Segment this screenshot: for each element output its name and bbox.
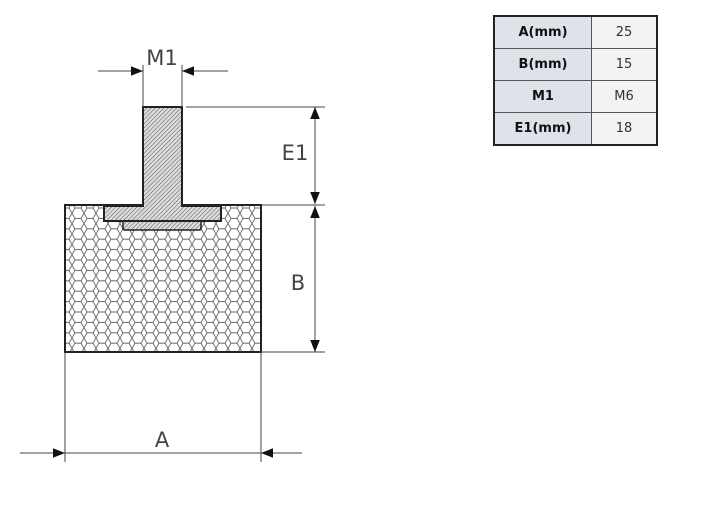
value-cell: 18	[591, 112, 658, 146]
b-label: B	[291, 271, 305, 295]
value-cell: M6	[591, 80, 658, 113]
threaded-stud	[103, 106, 222, 231]
param-cell: M1	[493, 80, 592, 113]
m1-label: M1	[146, 46, 177, 70]
table-row: B(mm)15	[493, 48, 658, 81]
param-cell: A(mm)	[493, 15, 592, 49]
table-row: E1(mm)18	[493, 112, 658, 146]
param-cell: B(mm)	[493, 48, 592, 81]
dimension-lines	[20, 65, 325, 462]
value-cell: 25	[591, 15, 658, 49]
table-row: A(mm)25	[493, 15, 658, 49]
a-label: A	[155, 428, 170, 452]
param-cell: E1(mm)	[493, 112, 592, 146]
e1-label: E1	[282, 141, 309, 165]
value-cell: 15	[591, 48, 658, 81]
